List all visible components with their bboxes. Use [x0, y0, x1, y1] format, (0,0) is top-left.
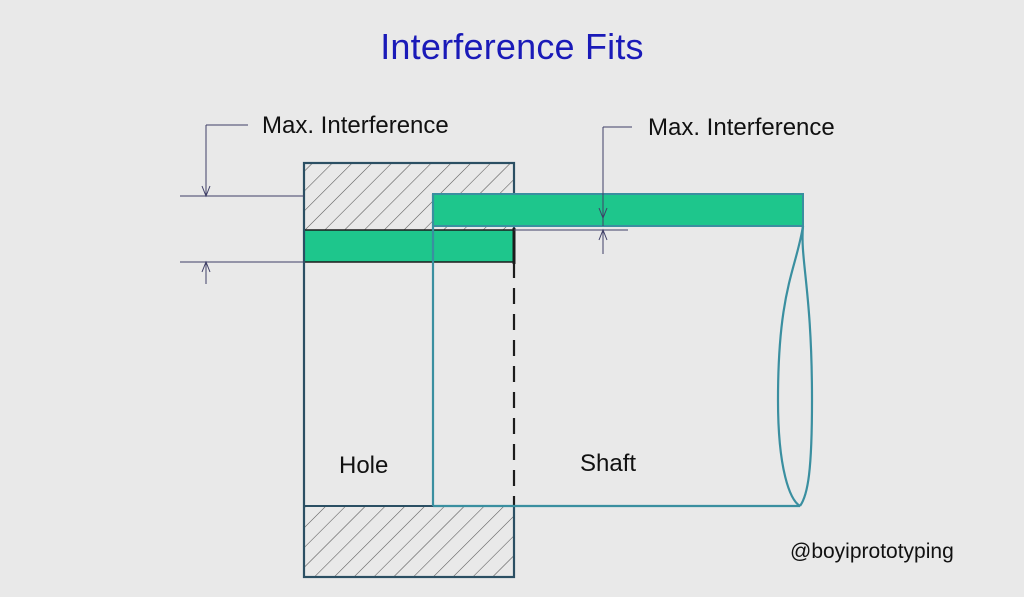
hole-tolerance-band	[303, 229, 515, 263]
hole-label: Hole	[339, 452, 389, 479]
shaft-break-symbol	[776, 225, 805, 507]
watermark-handle: @boyiprototyping	[790, 540, 954, 563]
right-dimension-arrow-down	[598, 207, 608, 220]
diagram-title: Interference Fits	[380, 26, 644, 67]
hole-lower-wall-hatch	[304, 506, 514, 577]
shaft-tolerance-band	[432, 193, 804, 227]
right-dimension-arrow-up	[598, 228, 608, 241]
shaft-label: Shaft	[580, 450, 637, 477]
max-interference-label-left: Max. Interference	[262, 112, 449, 139]
left-dimension-arrow-up	[201, 260, 211, 273]
max-interference-label-right: Max. Interference	[648, 114, 835, 141]
